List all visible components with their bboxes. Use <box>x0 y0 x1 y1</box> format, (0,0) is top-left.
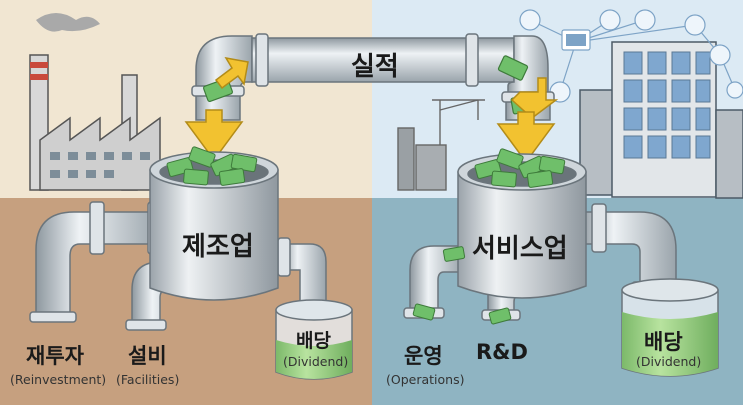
reinvestment-sublabel: (Reinvestment) <box>10 372 107 387</box>
pipe-exit-money <box>412 246 512 325</box>
dividend-right-sublabel: (Dividend) <box>636 354 702 369</box>
manufacturing-label: 제조업 <box>182 232 254 262</box>
manufacturing-money-pile <box>166 146 258 186</box>
dividend-tank-right <box>621 278 719 377</box>
network-devices-icon <box>519 9 743 103</box>
operations-sublabel: (Operations) <box>386 372 465 387</box>
dividend-tank-left <box>275 299 353 380</box>
city-buildings-icon <box>579 41 743 199</box>
facilities-sublabel: (Facilities) <box>116 372 180 387</box>
crane-icon <box>397 99 485 191</box>
services-label: 서비스업 <box>472 234 568 264</box>
factory-icon <box>29 13 161 191</box>
reinvestment-label: 재투자 <box>26 344 84 368</box>
dividend-right-label: 배당 <box>644 330 683 354</box>
rnd-label: R&D <box>476 340 528 364</box>
facilities-label: 설비 <box>128 344 167 368</box>
dividend-left-label: 배당 <box>296 330 331 352</box>
operations-label: 운영 <box>404 344 443 368</box>
dividend-left-sublabel: (Dividend) <box>283 354 349 369</box>
services-money-pile <box>474 148 566 188</box>
performance-label: 실적 <box>351 52 399 82</box>
